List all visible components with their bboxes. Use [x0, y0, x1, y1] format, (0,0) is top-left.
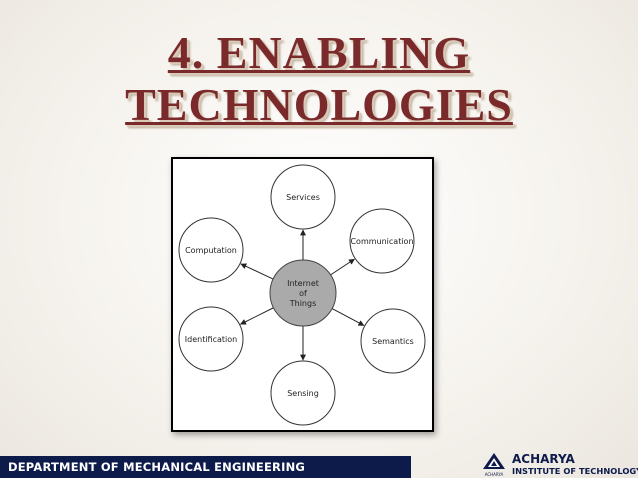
node-label-services: Services: [286, 193, 320, 202]
edge-to-identification: [239, 307, 274, 325]
node-semantics: Semantics: [360, 308, 426, 374]
node-sensing: Sensing: [270, 360, 336, 426]
logo-subtitle: INSTITUTE OF TECHNOLOGY: [512, 466, 638, 476]
node-label-communication: Communication: [350, 237, 413, 246]
node-communication: Communication: [349, 208, 415, 274]
footer-bar: DEPARTMENT OF MECHANICAL ENGINEERING: [0, 456, 411, 478]
node-label-computation: Computation: [185, 246, 237, 255]
institute-logo: ACHARYA ACHARYA INSTITUTE OF TECHNOLOGY: [480, 451, 638, 478]
node-computation: Computation: [178, 217, 244, 283]
node-label-sensing: Sensing: [287, 389, 319, 398]
diagram-edges: [239, 229, 365, 361]
edge-to-communication: [330, 258, 355, 276]
logo-name: ACHARYA: [512, 452, 575, 466]
department-label: DEPARTMENT OF MECHANICAL ENGINEERING: [8, 460, 306, 474]
node-label-identification: Identification: [185, 335, 237, 344]
slide-title-line2: TECHNOLOGIES: [125, 79, 513, 130]
edge-to-computation: [240, 263, 274, 280]
node-identification: Identification: [178, 306, 244, 372]
node-label-semantics: Semantics: [372, 337, 414, 346]
edge-to-semantics: [331, 308, 365, 326]
slide-title-line1: 4. ENABLING: [167, 27, 471, 78]
svg-text:ACHARYA: ACHARYA: [485, 472, 504, 477]
acharya-emblem-icon: ACHARYA: [483, 453, 505, 477]
node-services: Services: [270, 164, 336, 230]
